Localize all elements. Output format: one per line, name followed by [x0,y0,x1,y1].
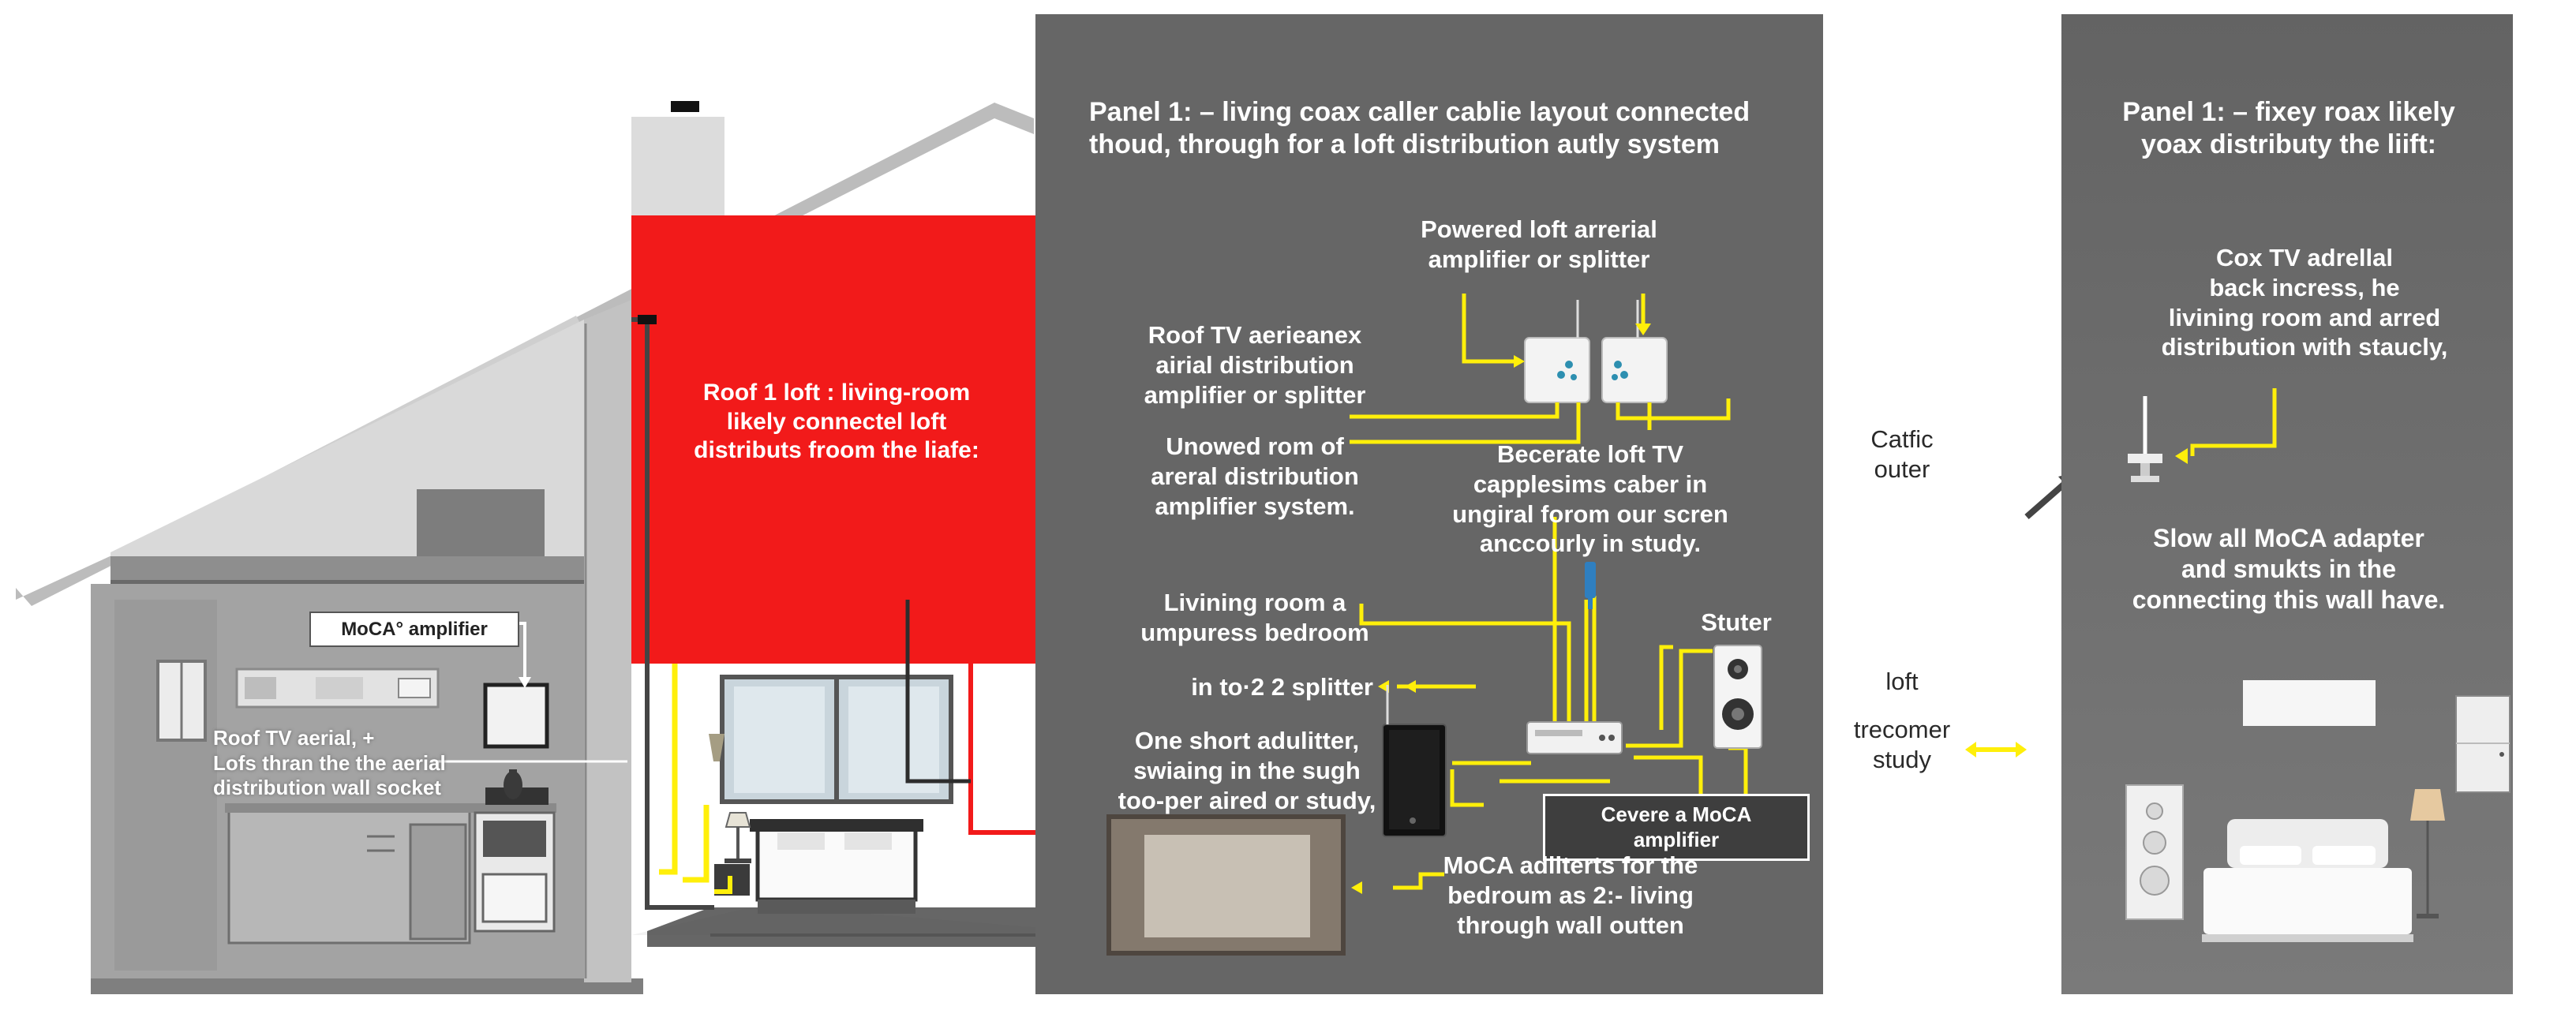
panel-2-speaker [2125,784,2184,920]
lower-floor [91,978,643,994]
panel-2-title: Panel 1: – fixey roax likely yoax distri… [2122,97,2455,160]
picture-frame [483,683,549,749]
vase [504,771,522,799]
wall-board [2243,680,2376,726]
attic-floor [110,556,584,580]
chimney-cap [671,101,699,112]
attic-box [417,489,545,560]
cox-tv-label: Cox TV adrellal back incress, he livinin… [2161,244,2448,361]
loft-label: loft [1885,668,1919,695]
bed-lamp [724,812,751,828]
house-yellow-cable-1 [659,664,678,875]
aerial-antenna-icon [2128,396,2162,482]
panel-2-bed [2202,819,2413,942]
house-red-cable [919,593,1040,835]
roof-aerial-label: Roof TV aerieanex airial distribution am… [1144,321,1366,409]
stuter-label: Stuter [1701,608,1772,636]
unowed-room-label: Unowed rom of areral distribution amplif… [1151,432,1359,520]
panel-1-yellow-cables [1350,294,1748,807]
attic-floor-edge [110,580,584,586]
blue-coax-connector [1585,562,1596,598]
kitchen-caption: Roof TV aerial, + Lofs thran the the aer… [213,726,446,800]
catfic-outer-label: Catfic outer [1870,425,1934,483]
chimney [631,117,724,215]
red-zone-caption: Roof 1 loft : living-room likely connect… [694,380,979,464]
house-yellow-cable-2 [683,805,710,883]
moca-amplifier-label: MoCA° amplifier [309,612,519,648]
panel-1-title: Panel 1: – living coax caller cablie lay… [1089,97,1750,160]
living-room-label: Livining room a umpuress bedroom [1140,589,1369,646]
red-loft-zone [631,215,1035,664]
slow-all-label: Slow all MoCA adapter and smukts in the … [2132,524,2446,615]
panel-2-floor-lamp [2410,789,2445,918]
trecomer-study-label: trecomer study [1853,716,1951,773]
moca-amp-box: Cevere a MoCA amplifier [1543,794,1810,862]
moca-adapters-label: MoCA adliterts for the bedroum as 2:- li… [1443,851,1698,939]
powered-amp-label: Powered loft arrerial amplifier or split… [1421,215,1657,273]
loft-amplifier-device-2 [1601,337,1668,403]
one-short-label: One short adulitter, swiaing in the sugh… [1118,727,1376,814]
splitter-label: in to·2 2 splitter [1191,673,1373,701]
becerate-label: Becerate loft TV capplesims caber in ung… [1452,440,1728,558]
